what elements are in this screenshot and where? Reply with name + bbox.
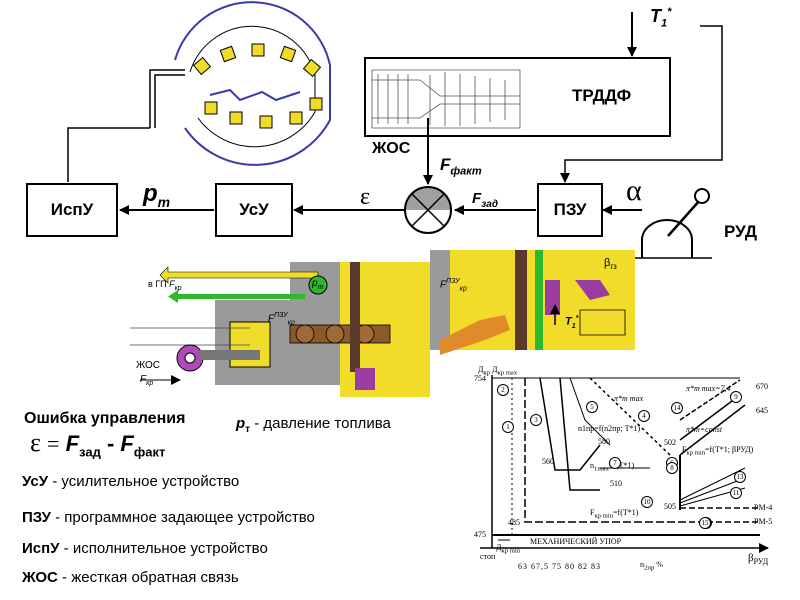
legend-item-ispu: ИспУ - исполнительное устройство [22,540,268,557]
schem-fkr-right: FПЗУкр [440,278,467,293]
graph-circle-13: 13 [734,471,746,483]
schem-fkr: Fкр [140,374,154,387]
rud-lever-icon [632,188,712,259]
graph-circle-9: 9 [730,391,742,403]
schem-t1: T1* [565,315,579,330]
graph-v510: 510 [610,479,622,488]
graph-circle-10: 10 [641,496,653,508]
schem-pt: pт [312,278,324,291]
graph-pi-const: π*т=const [686,425,723,434]
graph-circle-2: 2 [497,384,509,396]
formula-line: ε = Fзад - Fфакт [30,428,166,460]
graph-n1max: n1max=f(T*1) [590,461,635,473]
usu-label: УсУ [239,200,269,219]
schem-zhos: ЖОС [136,360,161,371]
schem-fkr-pzu: FПЗУкр [268,312,295,327]
pm-label: pт [143,180,171,210]
graph-v505: 505 [664,502,676,511]
graph-circle-1: 1 [502,421,514,433]
schem-v-gp: в ГП Fкр [148,279,182,292]
legend-item-zhos: ЖОС - жесткая обратная связь [22,569,239,586]
f-fact-label: Fфакт [440,155,482,178]
graph-v580: 580 [598,437,610,446]
graph-dkr-min: Дкр min [496,543,521,555]
graph-n1-eq: n1пр=f(n2пр; T*1) [578,424,641,433]
graph-fkr-min2: Fкр min=f(T*1) [590,508,639,520]
epsilon-label: ε [360,184,371,210]
ispu-label: ИспУ [50,200,94,219]
graph-stop: стоп [480,552,496,561]
trddf-engine-sketch [371,69,521,129]
comparator-summing-junction [404,186,452,234]
graph-v485: 485 [508,518,520,527]
graph-fkr-min: Fкр min=f(T*1; βРУД) [682,445,754,457]
graph-circle-15: 15 [699,517,711,529]
graph-y-754: 754 [474,374,486,383]
alpha-label: α [626,174,642,207]
graph-n2: n2пр % [640,560,663,572]
graph-v502: 502 [664,438,676,447]
graph-circle-14: 14 [671,402,683,414]
trddf-box-frame [364,57,671,137]
graph-pi-tmax: π*т max [614,394,644,403]
graph-y-670: 670 [756,382,768,391]
ispu-block: ИспУ [26,183,118,237]
pzu-block: ПЗУ [537,183,603,237]
graph-rm5: РМ-5 [754,517,773,526]
pzu-label: ПЗУ [553,200,587,219]
fuel-regulator-schematic [130,250,635,397]
graph-ylabel: Дкр Дкр max [478,365,518,377]
graph-xticks: 63 67,5 75 80 82 83 [518,562,601,571]
graph-v560: 560 [542,457,554,466]
graph-circle-3: 3 [530,414,542,426]
engine-ring-image [149,1,331,166]
control-law-graph [465,363,770,553]
graph-rm4: РМ-4 [754,503,773,512]
graph-circle-7: 7 [609,457,621,469]
graph-circle-5: 5 [586,401,598,413]
t1-star-label: T1* [650,6,672,30]
legend-item-pzu: ПЗУ - программное задающее устройство [22,509,315,526]
graph-circle-8: 8 [666,462,678,474]
trddf-label: ТРДДФ [572,86,632,105]
graph-circle-4: 4 [638,410,650,422]
formula-title: Ошибка управления [24,410,186,427]
graph-y-475: 475 [474,530,486,539]
usu-block: УсУ [215,183,293,237]
graph-pi-max: π*т max=7,4 [686,384,731,393]
graph-xlabel: βРУД [748,552,769,567]
f-zad-label: Fзад [472,190,499,210]
zhos-label: ЖОС [372,140,411,157]
rud-label: РУД [724,222,757,241]
graph-circle-11: 11 [730,487,742,499]
legend-item-usu: УсУ - усилительное устройство [22,473,240,490]
graph-mech-stop: МЕХАНИЧЕСКИЙ УПОР [530,537,622,546]
graph-y-645: 645 [756,406,768,415]
schem-beta: βгз [604,257,617,272]
pm-note: pт - давление топлива [236,415,391,435]
